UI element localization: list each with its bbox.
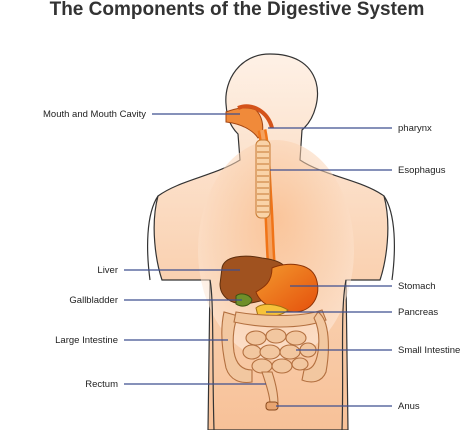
label-stomach: Stomach: [398, 281, 436, 292]
torso-right-edge: [341, 279, 347, 430]
label-gallbladder: Gallbladder: [69, 295, 118, 306]
right-arm: [383, 195, 395, 281]
left-arm: [147, 195, 159, 281]
label-esophagus: Esophagus: [398, 165, 446, 176]
trachea: [255, 139, 271, 219]
mouth-cavity: [225, 104, 274, 139]
label-anus: Anus: [398, 401, 420, 412]
label-rectum: Rectum: [85, 379, 118, 390]
large-intestine: [221, 311, 253, 384]
label-pharynx: pharynx: [398, 123, 432, 134]
label-small-intestine: Small Intestine: [398, 345, 460, 356]
diagram-title: The Components of the Digestive System: [49, 0, 425, 20]
transverse-colon: [233, 309, 327, 328]
label-large-intestine: Large Intestine: [55, 335, 118, 346]
label-liver: Liver: [97, 265, 118, 276]
torso-left-edge: [209, 279, 215, 430]
label-pancreas: Pancreas: [398, 307, 438, 318]
label-mouth: Mouth and Mouth Cavity: [43, 109, 146, 120]
intestines: [221, 309, 329, 405]
gallbladder: [235, 293, 253, 307]
leader-lines: [124, 113, 392, 407]
